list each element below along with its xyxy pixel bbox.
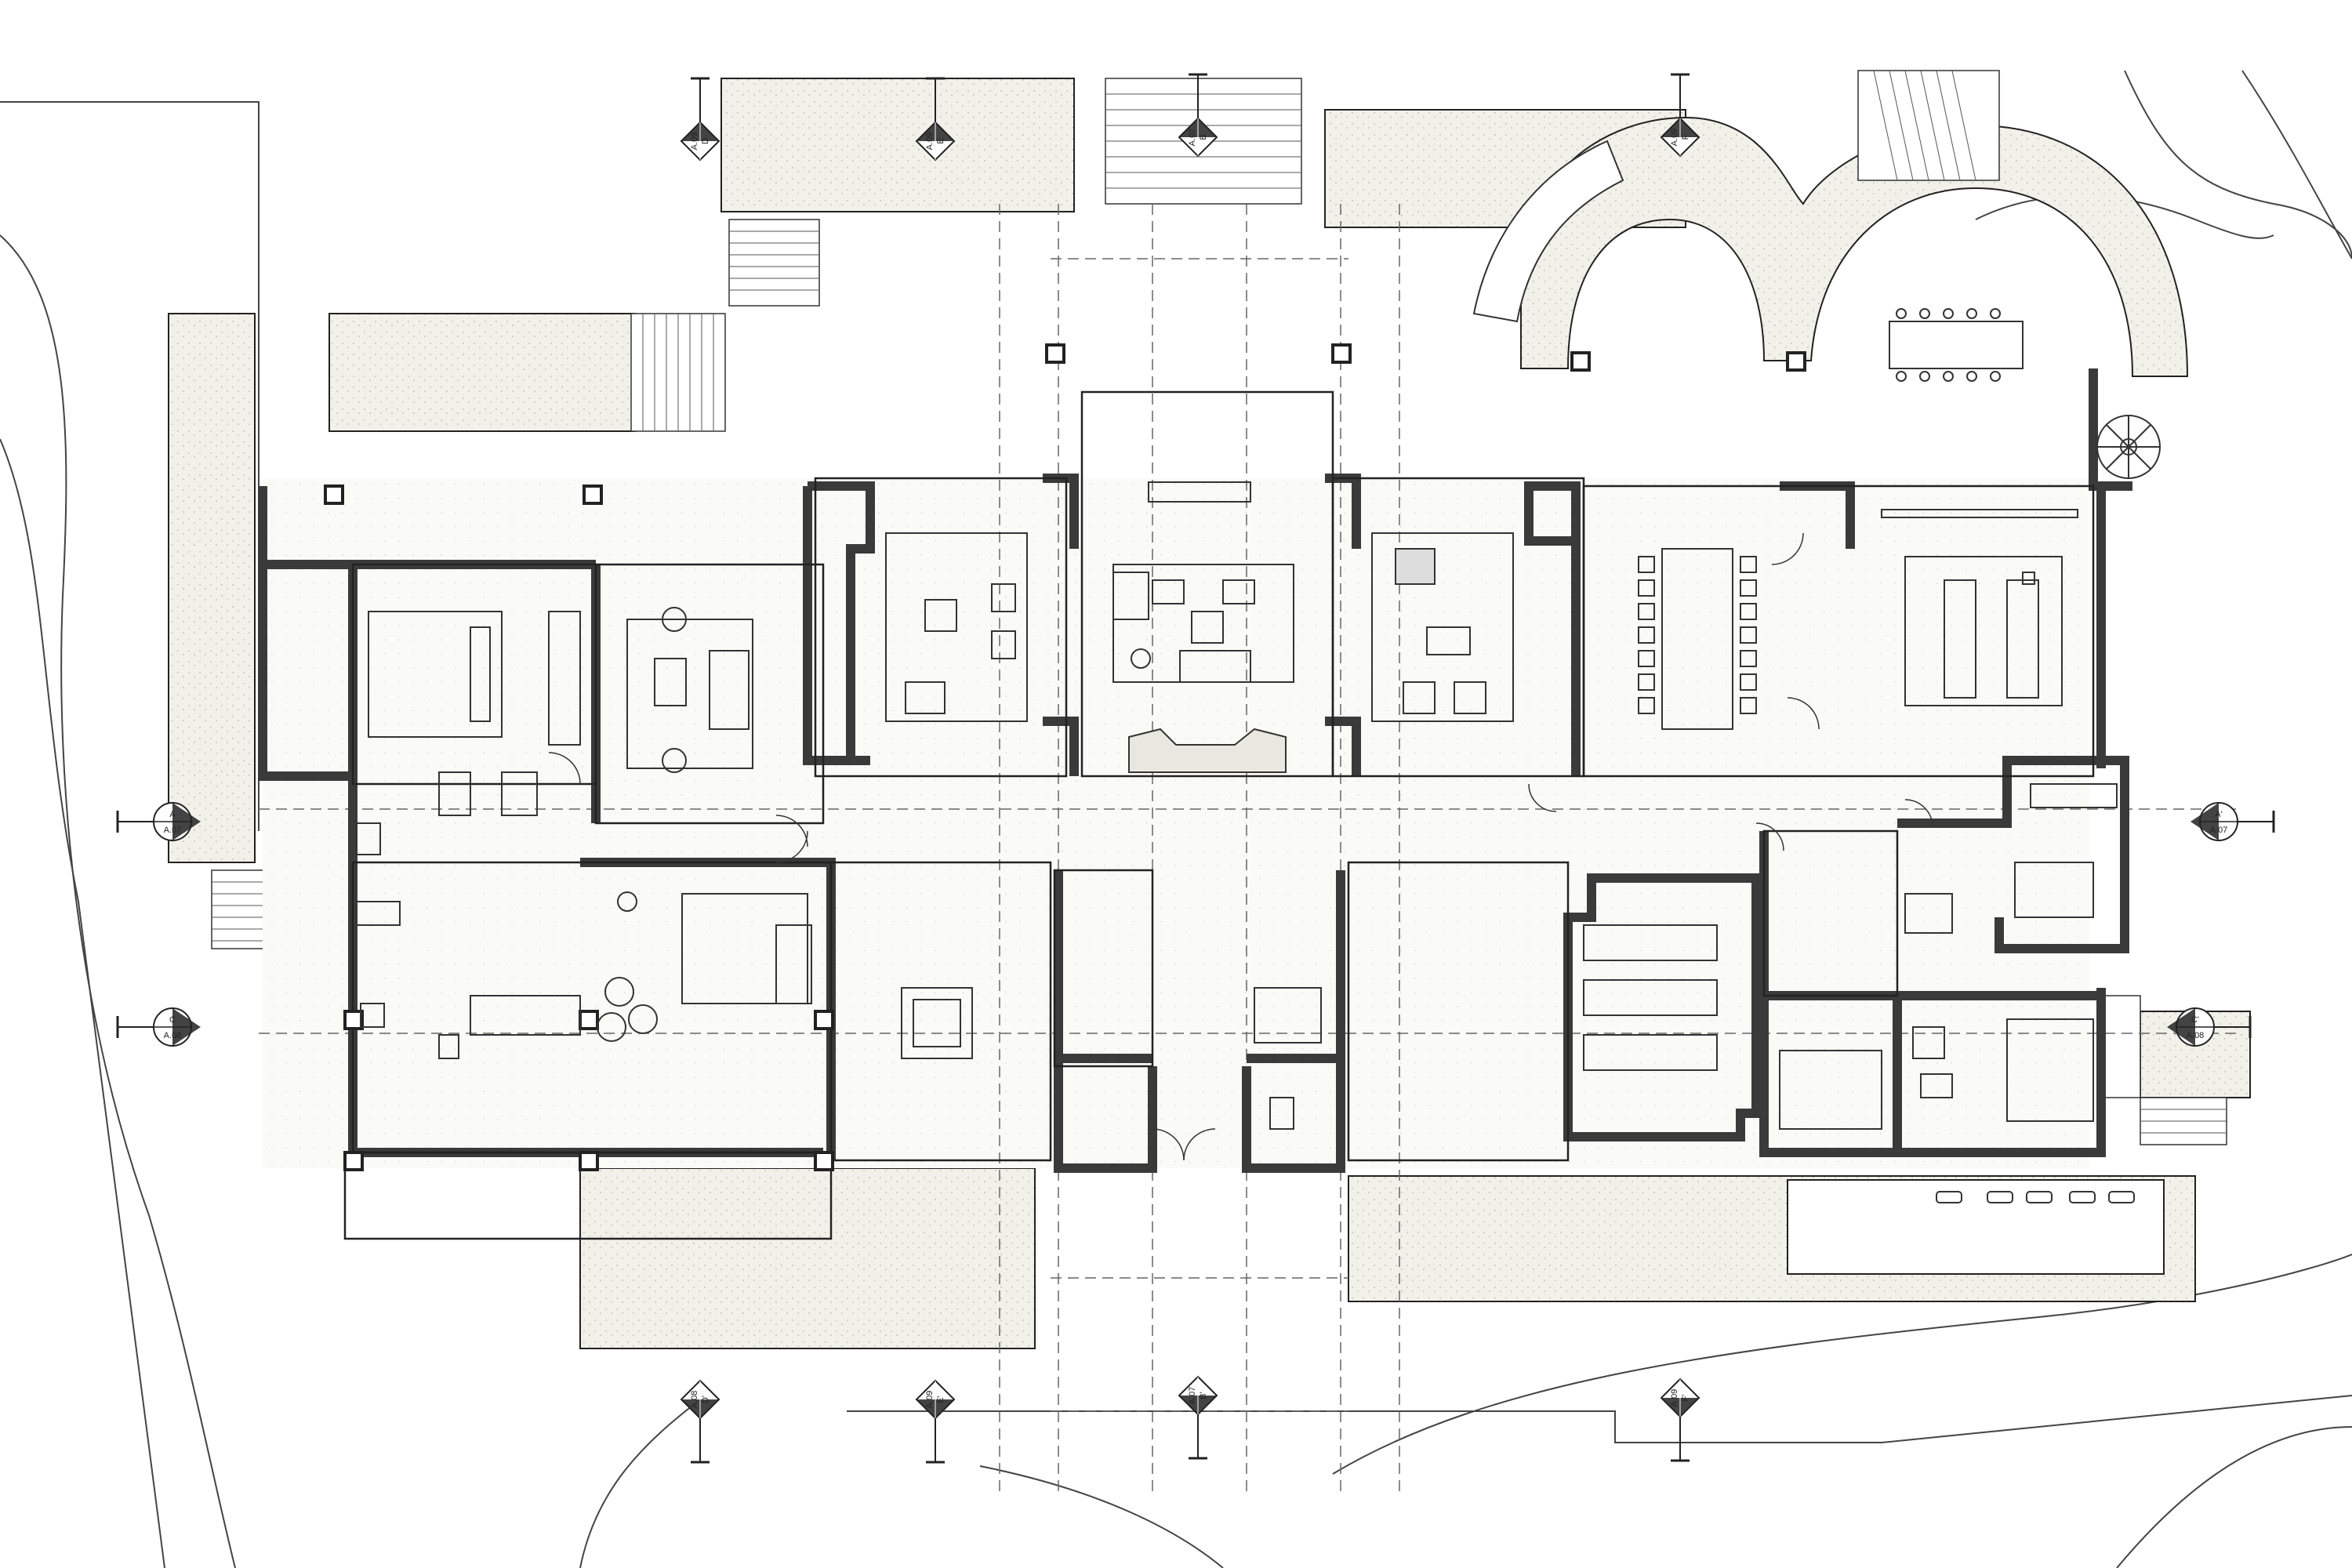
elevation-sheet: A.09 — [925, 1391, 935, 1409]
elevation-number: F' — [1681, 1395, 1690, 1402]
elevation-number: F — [1681, 134, 1690, 140]
columns — [324, 343, 1806, 1171]
furniture — [356, 308, 2161, 1130]
elevation-marker: E'A.09 — [915, 1379, 956, 1464]
section-number: A' — [2215, 810, 2222, 819]
section-sheet: A.07 — [164, 826, 182, 835]
grid-lines — [259, 204, 2242, 1497]
elevation-number: E' — [936, 1396, 946, 1403]
elevation-sheet: A.07 — [1188, 129, 1197, 147]
pool — [1787, 1179, 2165, 1275]
elevation-sheet: A.09 — [925, 132, 935, 151]
curved-stair — [1472, 140, 1624, 323]
elevation-marker: BA.07 — [1178, 73, 1218, 158]
elevation-sheet: A.09 — [1670, 1389, 1679, 1407]
section-number: A — [169, 810, 176, 819]
section-marker: A A.07 — [116, 802, 201, 841]
elevation-number: D — [701, 138, 710, 144]
section-number: C — [169, 1015, 176, 1025]
section-marker: C A.08 — [116, 1007, 201, 1047]
elevation-marker: DA.09 — [680, 77, 720, 162]
section-marker: C' A.08 — [2167, 1007, 2252, 1047]
elevation-number: B — [1199, 134, 1208, 140]
terrace-south-left — [579, 1167, 1036, 1349]
elevation-marker: FA.09 — [1660, 73, 1700, 158]
pool-steps — [1936, 1191, 2135, 1203]
door-swings — [548, 532, 1933, 1161]
terrace-west — [168, 313, 256, 863]
elevation-number: E — [936, 138, 946, 143]
section-number: C' — [2191, 1015, 2199, 1025]
elevation-sheet: A.09 — [690, 132, 699, 151]
elevation-marker: EA.09 — [915, 77, 956, 162]
section-sheet: A.07 — [2210, 826, 2228, 835]
terrace-top-left — [720, 78, 1075, 212]
elevation-marker: F'A.09 — [1660, 1377, 1700, 1462]
section-sheet: A.08 — [164, 1031, 182, 1040]
elevation-number: D' — [701, 1396, 710, 1403]
elevation-number: B' — [1199, 1392, 1208, 1399]
elevation-marker: D'A.08 — [680, 1379, 720, 1464]
site-contours — [0, 70, 2352, 1568]
terraces — [168, 78, 2251, 1349]
elevation-sheet: A.07 — [1188, 1387, 1197, 1405]
section-marker: A' A.07 — [2190, 802, 2275, 841]
arch-terrace — [1520, 116, 2189, 377]
house-footprint — [263, 478, 2089, 1168]
terrace-garden-left — [328, 313, 636, 432]
elevation-sheet: A.08 — [690, 1391, 699, 1409]
elevation-marker: B'A.07 — [1178, 1375, 1218, 1460]
section-sheet: A.08 — [2187, 1031, 2205, 1040]
elevation-sheet: A.09 — [1670, 129, 1679, 147]
